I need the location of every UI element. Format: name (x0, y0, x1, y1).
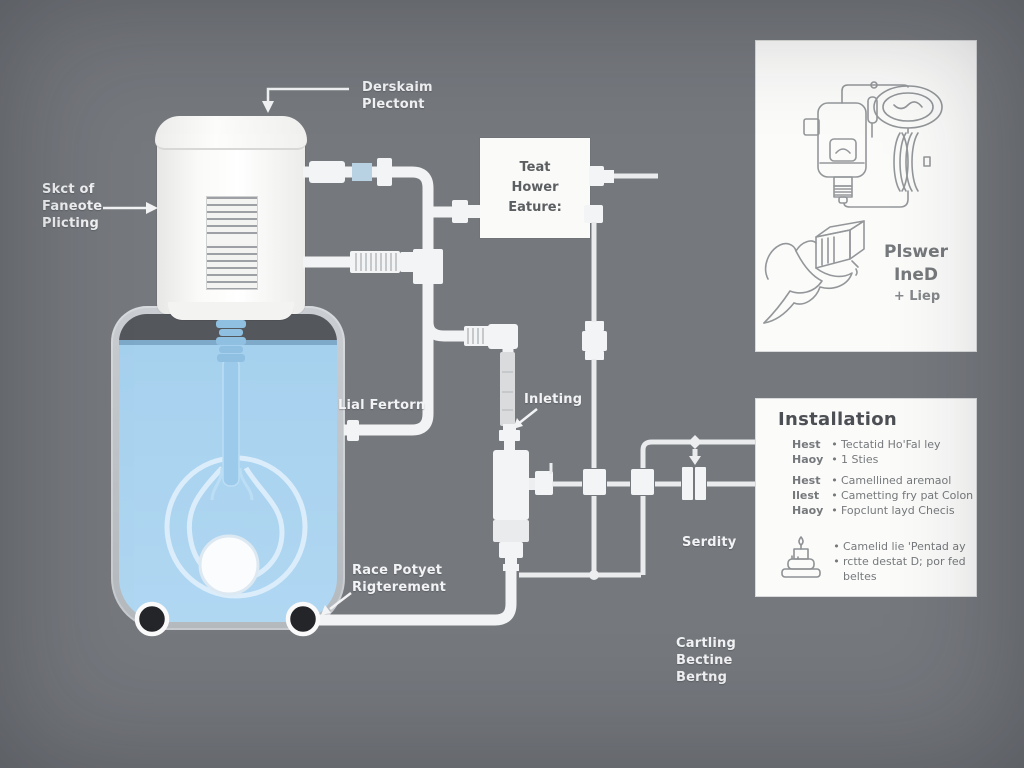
fitting-ridges (355, 253, 513, 411)
candle-icon (781, 536, 821, 578)
blue-coupler (352, 163, 372, 181)
water-tank (111, 306, 345, 630)
note-line: beltes (843, 570, 877, 583)
heater-box: Teat Hower Eature: (480, 138, 590, 238)
list-item: Haoy • 1 Sties (792, 453, 879, 466)
installation-panel: Installation Hest • Tectatid Ho'Fal ley … (755, 398, 977, 597)
installation-notes: • Camelid lie 'Pentad ay • rctte destat … (778, 533, 966, 584)
adapter-body (817, 102, 867, 178)
bullet-icon: • (831, 504, 838, 517)
pipe-branch-right (422, 321, 466, 342)
list-item: Hest • Tectatid Ho'Fal ley (792, 438, 941, 451)
bullet-icon: • (831, 438, 838, 451)
label-return: Race Potyet Rigterement (352, 563, 447, 595)
label-top: Derskaim Plectont (362, 80, 433, 112)
inlet-tube (500, 352, 515, 426)
ribbed-hose (350, 251, 400, 273)
threaded-fitting (464, 326, 490, 346)
power-accessories-panel: Plswer IneD + Liep (755, 40, 977, 352)
pipe-top-outlet (303, 166, 434, 252)
installation-group-2: Hest • Camellined aremaol Ilest • Camett… (792, 473, 973, 518)
double-union-left (682, 467, 693, 500)
power-adapter-illustration (763, 81, 943, 324)
double-union-right (695, 467, 706, 500)
label-left-device: Skct of Faneote Plicting (42, 182, 103, 231)
bullet-icon: • (833, 540, 840, 553)
side-port (535, 471, 553, 495)
elbow-block (488, 324, 518, 349)
down-arrowhead-icon (689, 456, 701, 465)
vent-grille (206, 196, 258, 290)
filter-body (493, 450, 529, 520)
label-level: Lial Fertorn (338, 398, 426, 413)
junction-square-1 (583, 469, 606, 495)
water-fill (119, 314, 337, 622)
label-sediment: Serdity (682, 535, 737, 550)
list-item: Ilest • Cametting fry pat Colon (792, 489, 974, 502)
bullet-icon: • (831, 453, 838, 466)
bullet-icon: • (831, 474, 838, 487)
arrowhead-down-icon (262, 101, 274, 113)
heater-box-label: Teat Hower Eature: (508, 159, 562, 216)
line-junction-dot (589, 570, 599, 580)
power-panel-title: Plswer IneD (883, 242, 949, 285)
label-cartling: Cartling Bectine Bertng (676, 636, 737, 685)
bullet-icon: • (833, 555, 840, 568)
list-item: Haoy • Fopclunt layd Checis (792, 504, 955, 517)
installation-group-1: Hest • Tectatid Ho'Fal ley Haoy • 1 Stie… (792, 437, 941, 467)
junction-block (413, 249, 443, 284)
tank-collar (168, 302, 294, 320)
junction-square-2 (631, 469, 654, 495)
label-inlet: Inleting (524, 392, 583, 407)
list-item: Hest • Camellined aremaol (792, 474, 952, 487)
note-line: • Camelid lie 'Pentad ay (830, 539, 965, 554)
inline-valve (582, 331, 607, 351)
hand-holding-plug (763, 220, 865, 324)
note-line: • rctte destat D; por fed (830, 554, 966, 569)
pipe-inlet-elbow (490, 330, 514, 356)
arrowhead-inlet-icon (513, 418, 523, 429)
adapter-plug (803, 118, 820, 136)
bullet-icon: • (831, 489, 838, 502)
installation-title: Installation (778, 409, 898, 430)
diamond-node (688, 435, 702, 449)
power-panel-subtitle: + Liep (893, 289, 941, 304)
device-cap (155, 116, 307, 150)
tank-flange (347, 420, 359, 441)
